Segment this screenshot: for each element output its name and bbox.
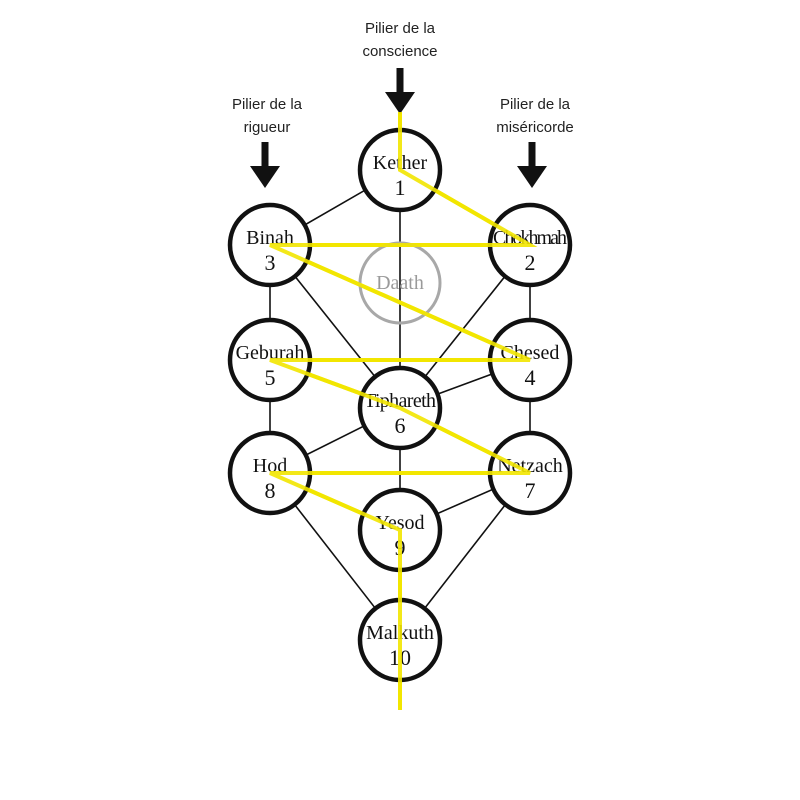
sephirah-number: 4: [525, 365, 536, 390]
pillar-label-line2: rigueur: [244, 119, 291, 136]
pillar-label-misericorde: Pilier de la miséricorde: [496, 96, 574, 136]
pillar-label-conscience: Pilier de la conscience: [362, 20, 437, 60]
pillar-labels: Pilier de la rigueur Pilier de la conscienc…: [232, 20, 574, 136]
arrow-misericorde-icon: [517, 142, 547, 188]
sephirah-number: 3: [265, 250, 276, 275]
sephirah-number: 6: [395, 413, 406, 438]
sephirah-number: 7: [525, 478, 536, 503]
arrow-rigueur-icon: [250, 142, 280, 188]
pillar-label-line1: Pilier de la: [500, 96, 571, 113]
sephiroth-layer: Kether1Chokhmah2Binah3DaathChesed4Gebura…: [227, 112, 573, 710]
sephirah-number: 5: [265, 365, 276, 390]
sephirah-number: 2: [525, 250, 536, 275]
sephirah-name: Tiphareth: [364, 390, 436, 412]
lightning-flash-overlay: [269, 112, 538, 710]
pillar-arrows: [250, 68, 547, 188]
pillar-label-line1: Pilier de la: [232, 96, 303, 113]
pillar-label-line2: conscience: [362, 43, 437, 60]
sephirah-name: Daath: [376, 272, 424, 294]
arrow-conscience-icon: [385, 68, 415, 114]
pillar-label-line2: miséricorde: [496, 119, 574, 136]
sephirah-number: 1: [395, 175, 406, 200]
sephirah-number: 8: [265, 478, 276, 503]
pillar-label-rigueur: Pilier de la rigueur: [232, 96, 303, 136]
pillar-label-line1: Pilier de la: [365, 20, 436, 37]
sephirah-name: Yesod: [375, 512, 424, 534]
